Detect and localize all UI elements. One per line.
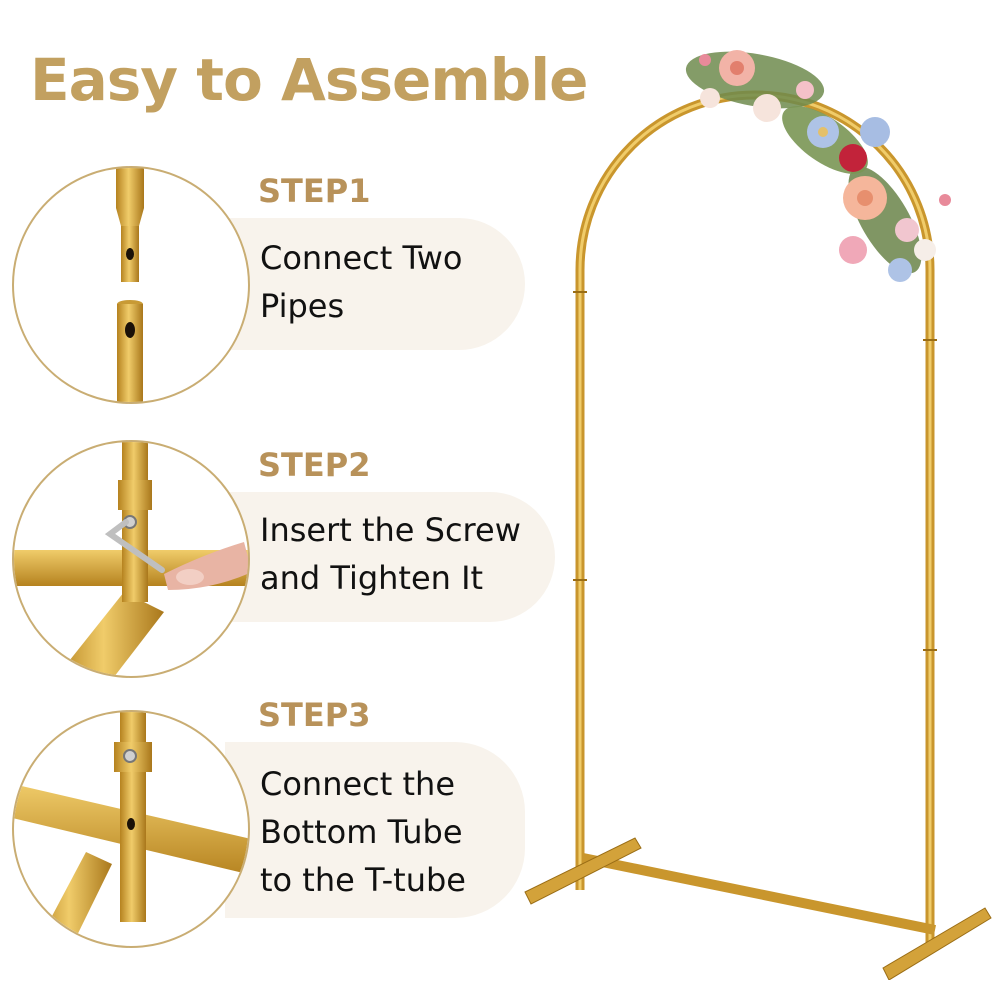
step3-description: Connect the Bottom Tube to the T-tube [260, 765, 466, 899]
step1-label: STEP1 [258, 172, 371, 210]
step2-label: STEP2 [258, 446, 371, 484]
flower-arrangement [685, 50, 951, 282]
step3-detail-image [12, 710, 250, 948]
step2-detail-image [12, 440, 250, 678]
step3-label: STEP3 [258, 696, 371, 734]
step2-text-panel [225, 492, 555, 622]
step1-description: Connect Two Pipes [260, 239, 463, 325]
step3-text-panel [225, 742, 525, 918]
step2-description: Insert the Screw and Tighten It [260, 511, 521, 597]
page-title: Easy to Assemble [30, 46, 588, 114]
gold-arch-stand-image [524, 50, 992, 980]
step1-detail-image [12, 166, 250, 404]
step1-text-panel [225, 218, 525, 350]
